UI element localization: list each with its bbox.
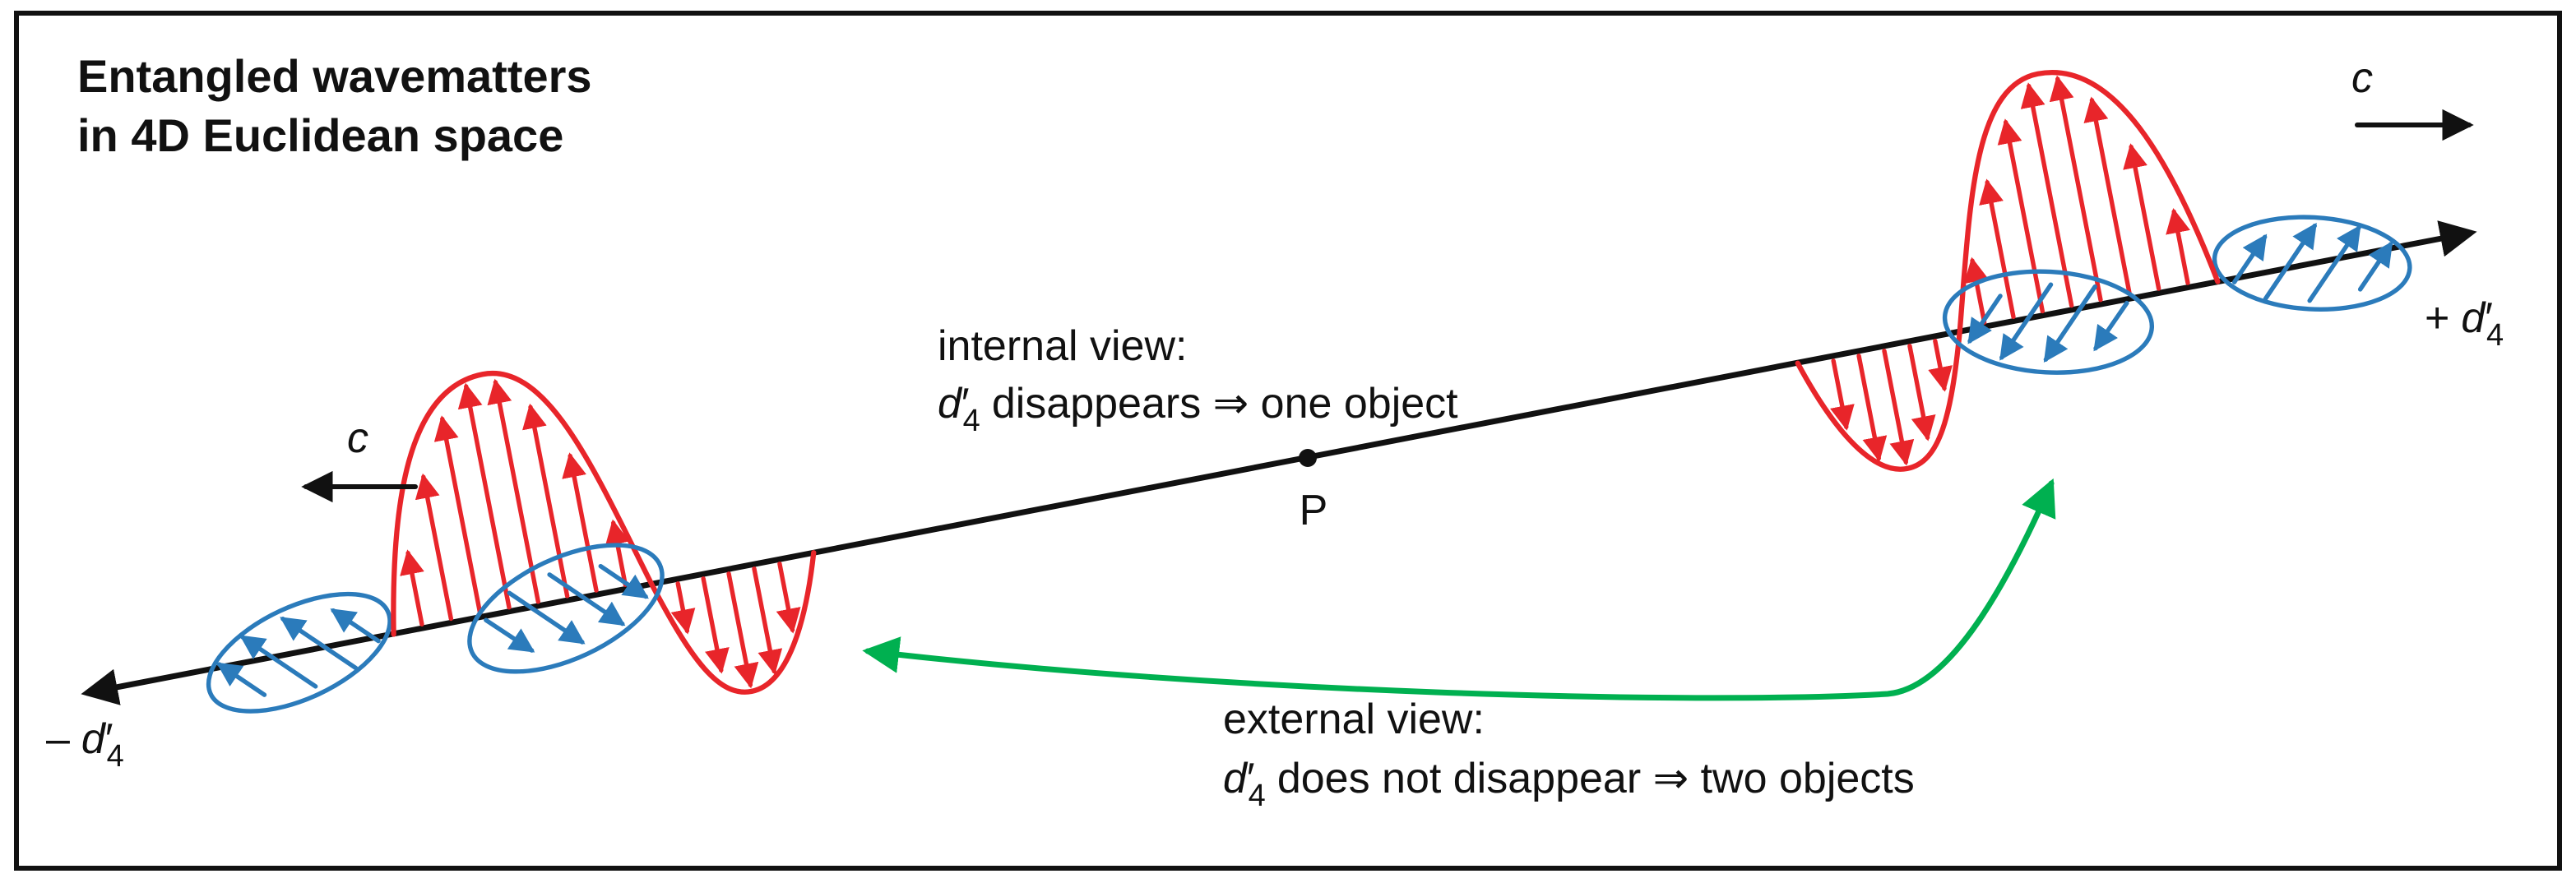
speed-label-left: c: [347, 414, 368, 462]
external-prime: ′: [1247, 755, 1255, 802]
axis-prime: ′: [2485, 294, 2493, 342]
diagram-title: Entangled wavematters in 4D Euclidean sp…: [77, 50, 605, 161]
axis-subscript: 4: [2486, 318, 2504, 353]
external-rest: does not disappear ⇒ two objects: [1277, 755, 1915, 802]
internal-rest: disappears ⇒ one object: [992, 380, 1458, 428]
external-variable: d: [1223, 755, 1249, 802]
external-view-pointer-arrows: [862, 478, 2056, 701]
axis-variable: d: [81, 715, 107, 763]
external-view-line1: external view:: [1223, 696, 1485, 743]
d4-axis: [81, 220, 2477, 705]
axis-label-negative: –d′4: [46, 715, 124, 774]
internal-prime: ′: [961, 380, 970, 428]
axis-positive-sign: +: [2425, 294, 2449, 342]
internal-subscript: 4: [963, 404, 980, 438]
diagram-title-line1: Entangled wavematters: [77, 50, 592, 102]
point-p-label: P: [1300, 487, 1328, 534]
internal-view-line1: internal view:: [938, 322, 1187, 370]
axis-label-positive: +d′4: [2425, 294, 2504, 353]
axis-variable: d: [2461, 294, 2486, 342]
internal-view-line2: d′4 disappears ⇒ one object: [938, 380, 1458, 438]
external-subscript: 4: [1249, 779, 1266, 813]
external-view-line2: d′4 does not disappear ⇒ two objects: [1223, 755, 1915, 813]
point-p-dot: [1299, 449, 1317, 467]
axis-prime: ′: [105, 715, 114, 763]
axis-negative-sign: –: [46, 715, 70, 763]
axis-subscript: 4: [107, 739, 124, 774]
speed-label-right: c: [2351, 54, 2373, 102]
internal-variable: d: [938, 380, 963, 428]
diagram-title-line2: in 4D Euclidean space: [77, 109, 563, 161]
